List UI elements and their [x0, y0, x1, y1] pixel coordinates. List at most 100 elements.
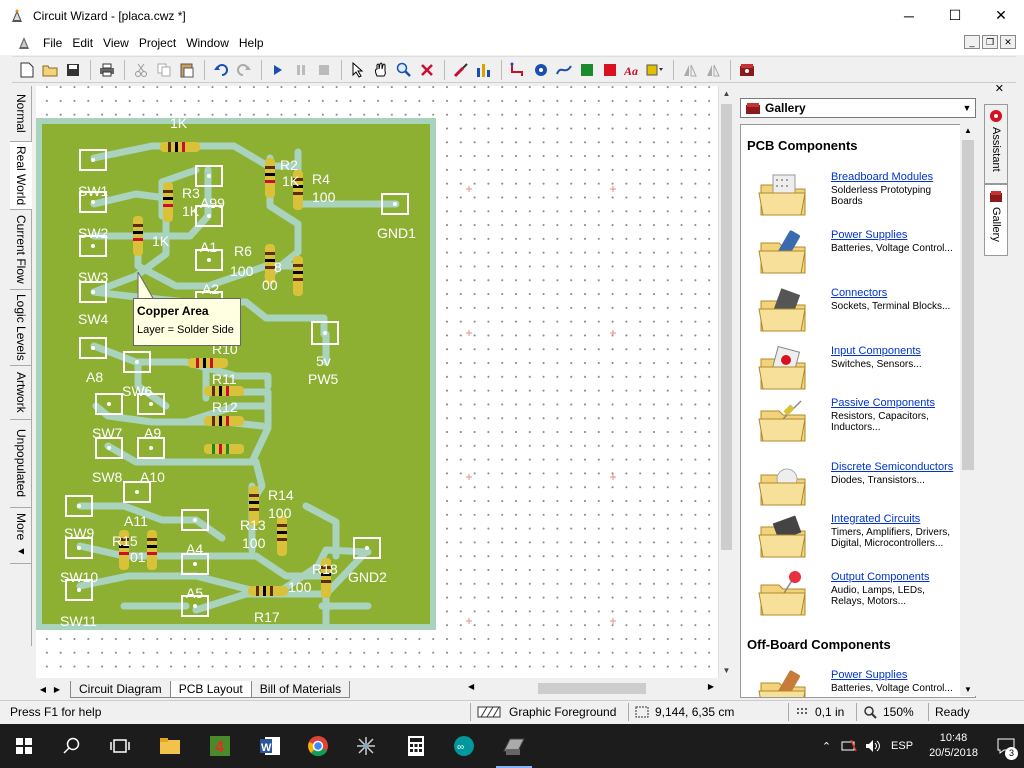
network-tool-icon[interactable]: [342, 724, 390, 768]
document-icon[interactable]: [16, 35, 32, 51]
vertical-scroll-thumb[interactable]: [721, 104, 732, 550]
tab-current-flow[interactable]: Current Flow: [10, 210, 32, 290]
redo-icon[interactable]: [233, 59, 255, 81]
windows-start-icon[interactable]: [0, 724, 48, 768]
scroll-left-icon[interactable]: ◀: [468, 682, 475, 691]
mdi-minimize-button[interactable]: _: [964, 35, 980, 49]
pcb-board[interactable]: 1K R3 1K R2 1K 1K R4 100 GND1 A99 A1 R6 …: [36, 86, 718, 678]
green-rectangle-icon[interactable]: [576, 59, 598, 81]
gallery-scroll-thumb[interactable]: [962, 140, 974, 470]
maximize-button[interactable]: ☐: [948, 7, 962, 23]
action-center-icon[interactable]: 3: [988, 724, 1024, 768]
a99-pad[interactable]: [195, 205, 223, 227]
menu-project[interactable]: Project: [138, 36, 177, 50]
gallery-item-discrete-semiconductors[interactable]: Discrete Semiconductors Diodes, Transist…: [747, 461, 959, 517]
pad-tool-icon[interactable]: [530, 59, 552, 81]
gallery-item-name[interactable]: Discrete Semiconductors: [831, 461, 954, 473]
tab-unpopulated[interactable]: Unpopulated: [10, 420, 32, 508]
tab-real-world[interactable]: Real World: [10, 142, 32, 210]
volume-icon[interactable]: [865, 739, 881, 753]
save-icon[interactable]: [62, 59, 84, 81]
a5-pad[interactable]: [181, 595, 209, 617]
sw6-pad[interactable]: [123, 351, 151, 373]
gallery-book-icon[interactable]: [736, 59, 758, 81]
delete-icon[interactable]: [416, 59, 438, 81]
connect4-app-icon[interactable]: 4: [196, 724, 244, 768]
gallery-item-name[interactable]: Power Supplies: [831, 669, 908, 681]
tab-scroll-left-icon[interactable]: ◀: [39, 684, 47, 694]
gallery-scrollbar[interactable]: ▲ ▼: [960, 124, 976, 696]
wire-tool-icon[interactable]: [507, 59, 529, 81]
red-rectangle-icon[interactable]: [599, 59, 621, 81]
gallery-item-breadboard[interactable]: Breadboard Modules Solderless Prototypin…: [747, 171, 959, 227]
tab-more[interactable]: More ◂: [10, 508, 32, 564]
scroll-down-icon[interactable]: ▼: [722, 666, 731, 675]
gallery-item-connectors[interactable]: Connectors Sockets, Terminal Blocks...: [747, 287, 959, 343]
scroll-up-icon[interactable]: ▲: [964, 126, 972, 135]
sw11-pad[interactable]: [65, 579, 93, 601]
scroll-down-icon[interactable]: ▼: [964, 685, 972, 694]
gallery-item-name[interactable]: Output Components: [831, 571, 930, 583]
gallery-item-input-components[interactable]: Input Components Switches, Sensors...: [747, 345, 959, 401]
menu-window[interactable]: Window: [186, 36, 229, 50]
canvas-vertical-scrollbar[interactable]: ▲ ▼: [718, 86, 733, 678]
gnd2-pad[interactable]: [353, 537, 381, 559]
run-simulation-icon[interactable]: [267, 59, 289, 81]
word-icon[interactable]: W: [246, 724, 294, 768]
pan-hand-icon[interactable]: [370, 59, 392, 81]
component-tool-icon[interactable]: [645, 59, 667, 81]
zoom-icon[interactable]: [393, 59, 415, 81]
canvas-horizontal-scrollbar[interactable]: ◀ ▶: [466, 680, 718, 697]
scroll-up-icon[interactable]: ▲: [722, 89, 731, 98]
gallery-item-passive-components[interactable]: Passive Components Resistors, Capacitors…: [747, 397, 959, 453]
tab-bill-of-materials[interactable]: Bill of Materials: [250, 680, 351, 698]
gallery-selector[interactable]: Gallery ▼: [740, 98, 976, 118]
a99-pad-top[interactable]: [195, 165, 223, 187]
a4-pad[interactable]: [181, 553, 209, 575]
menu-edit[interactable]: Edit: [72, 36, 94, 50]
tab-artwork[interactable]: Artwork: [10, 366, 32, 420]
gallery-item-name[interactable]: Integrated Circuits: [831, 513, 921, 525]
track-tool-icon[interactable]: [553, 59, 575, 81]
a8-pad[interactable]: [79, 337, 107, 359]
gallery-item-name[interactable]: Power Supplies: [831, 229, 908, 241]
clock[interactable]: 10:48 20/5/2018: [929, 731, 978, 761]
a4-pad-top[interactable]: [181, 509, 209, 531]
pw5-pad[interactable]: [311, 321, 339, 345]
task-view-icon[interactable]: [96, 724, 144, 768]
gallery-item-name[interactable]: Passive Components: [831, 397, 935, 409]
circuit-wizard-taskbar-icon[interactable]: [490, 724, 538, 768]
sw7-pad-a[interactable]: [95, 393, 123, 415]
sw4-pad[interactable]: [79, 281, 107, 303]
arduino-icon[interactable]: ∞: [440, 724, 488, 768]
mdi-restore-button[interactable]: ❐: [982, 35, 998, 49]
a1-pad[interactable]: [195, 249, 223, 271]
open-folder-icon[interactable]: [39, 59, 61, 81]
text-tool-icon[interactable]: Aa: [622, 59, 644, 81]
sw1-pad[interactable]: [79, 149, 107, 171]
search-icon[interactable]: [48, 724, 96, 768]
tab-circuit-diagram[interactable]: Circuit Diagram: [70, 680, 171, 698]
sw8-pad[interactable]: [95, 437, 123, 459]
gnd1-pad[interactable]: [381, 193, 409, 215]
pause-simulation-icon[interactable]: [290, 59, 312, 81]
scroll-right-icon[interactable]: ▶: [707, 682, 714, 691]
menu-view[interactable]: View: [103, 36, 129, 50]
chevron-down-icon[interactable]: ▼: [962, 103, 972, 113]
sw2-pad[interactable]: [79, 191, 107, 213]
show-hidden-icons-icon[interactable]: ⌃: [821, 740, 832, 753]
sw3-pad[interactable]: [79, 235, 107, 257]
gallery-item-integrated-circuits[interactable]: Integrated Circuits Timers, Amplifiers, …: [747, 513, 959, 569]
tab-scroll-right-icon[interactable]: ▶: [53, 684, 61, 694]
gallery-item-power-supplies[interactable]: Power Supplies Batteries, Voltage Contro…: [747, 229, 959, 285]
a11-pad[interactable]: [123, 481, 151, 503]
calculator-icon[interactable]: [392, 724, 440, 768]
cut-icon[interactable]: [130, 59, 152, 81]
sw9-pad[interactable]: [65, 495, 93, 517]
network-icon[interactable]: [841, 739, 857, 753]
panel-close-icon[interactable]: ✕: [994, 83, 1004, 95]
sw10-pad[interactable]: [65, 537, 93, 559]
flip-horizontal-icon[interactable]: [679, 59, 701, 81]
gallery-item-name[interactable]: Input Components: [831, 345, 921, 357]
print-icon[interactable]: [96, 59, 118, 81]
